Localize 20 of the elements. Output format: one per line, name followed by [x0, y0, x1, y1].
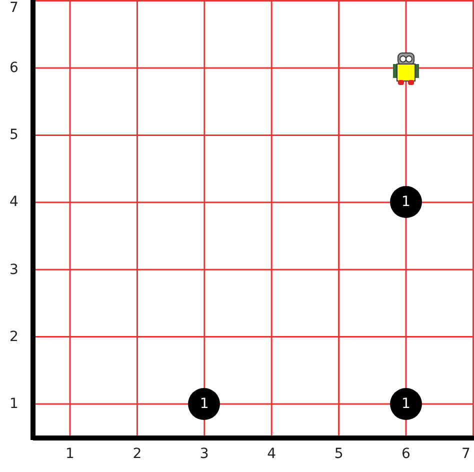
beeper-count: 1	[402, 396, 410, 412]
x-tick-label: 1	[66, 447, 74, 461]
beeper-circle	[188, 388, 220, 420]
y-tick-label: 7	[10, 1, 18, 15]
y-tick-label: 2	[10, 330, 18, 344]
x-tick-label: 7	[462, 447, 470, 461]
beeper-count: 1	[200, 396, 209, 412]
x-tick-label: 5	[334, 447, 344, 461]
y-tick-label: 5	[10, 128, 18, 142]
beeper-count: 1	[402, 194, 410, 210]
x-tick-label: 4	[267, 447, 276, 461]
y-tick-label: 3	[10, 262, 18, 277]
x-tick-label: 2	[132, 447, 142, 461]
beeper-circle	[390, 186, 422, 218]
y-tick-label: 1	[10, 397, 18, 411]
x-tick-label: 3	[200, 447, 209, 461]
y-tick-label: 4	[10, 195, 18, 210]
x-tick-label: 6	[402, 447, 410, 461]
beeper-circle	[390, 388, 422, 420]
y-tick-label: 6	[10, 61, 18, 75]
